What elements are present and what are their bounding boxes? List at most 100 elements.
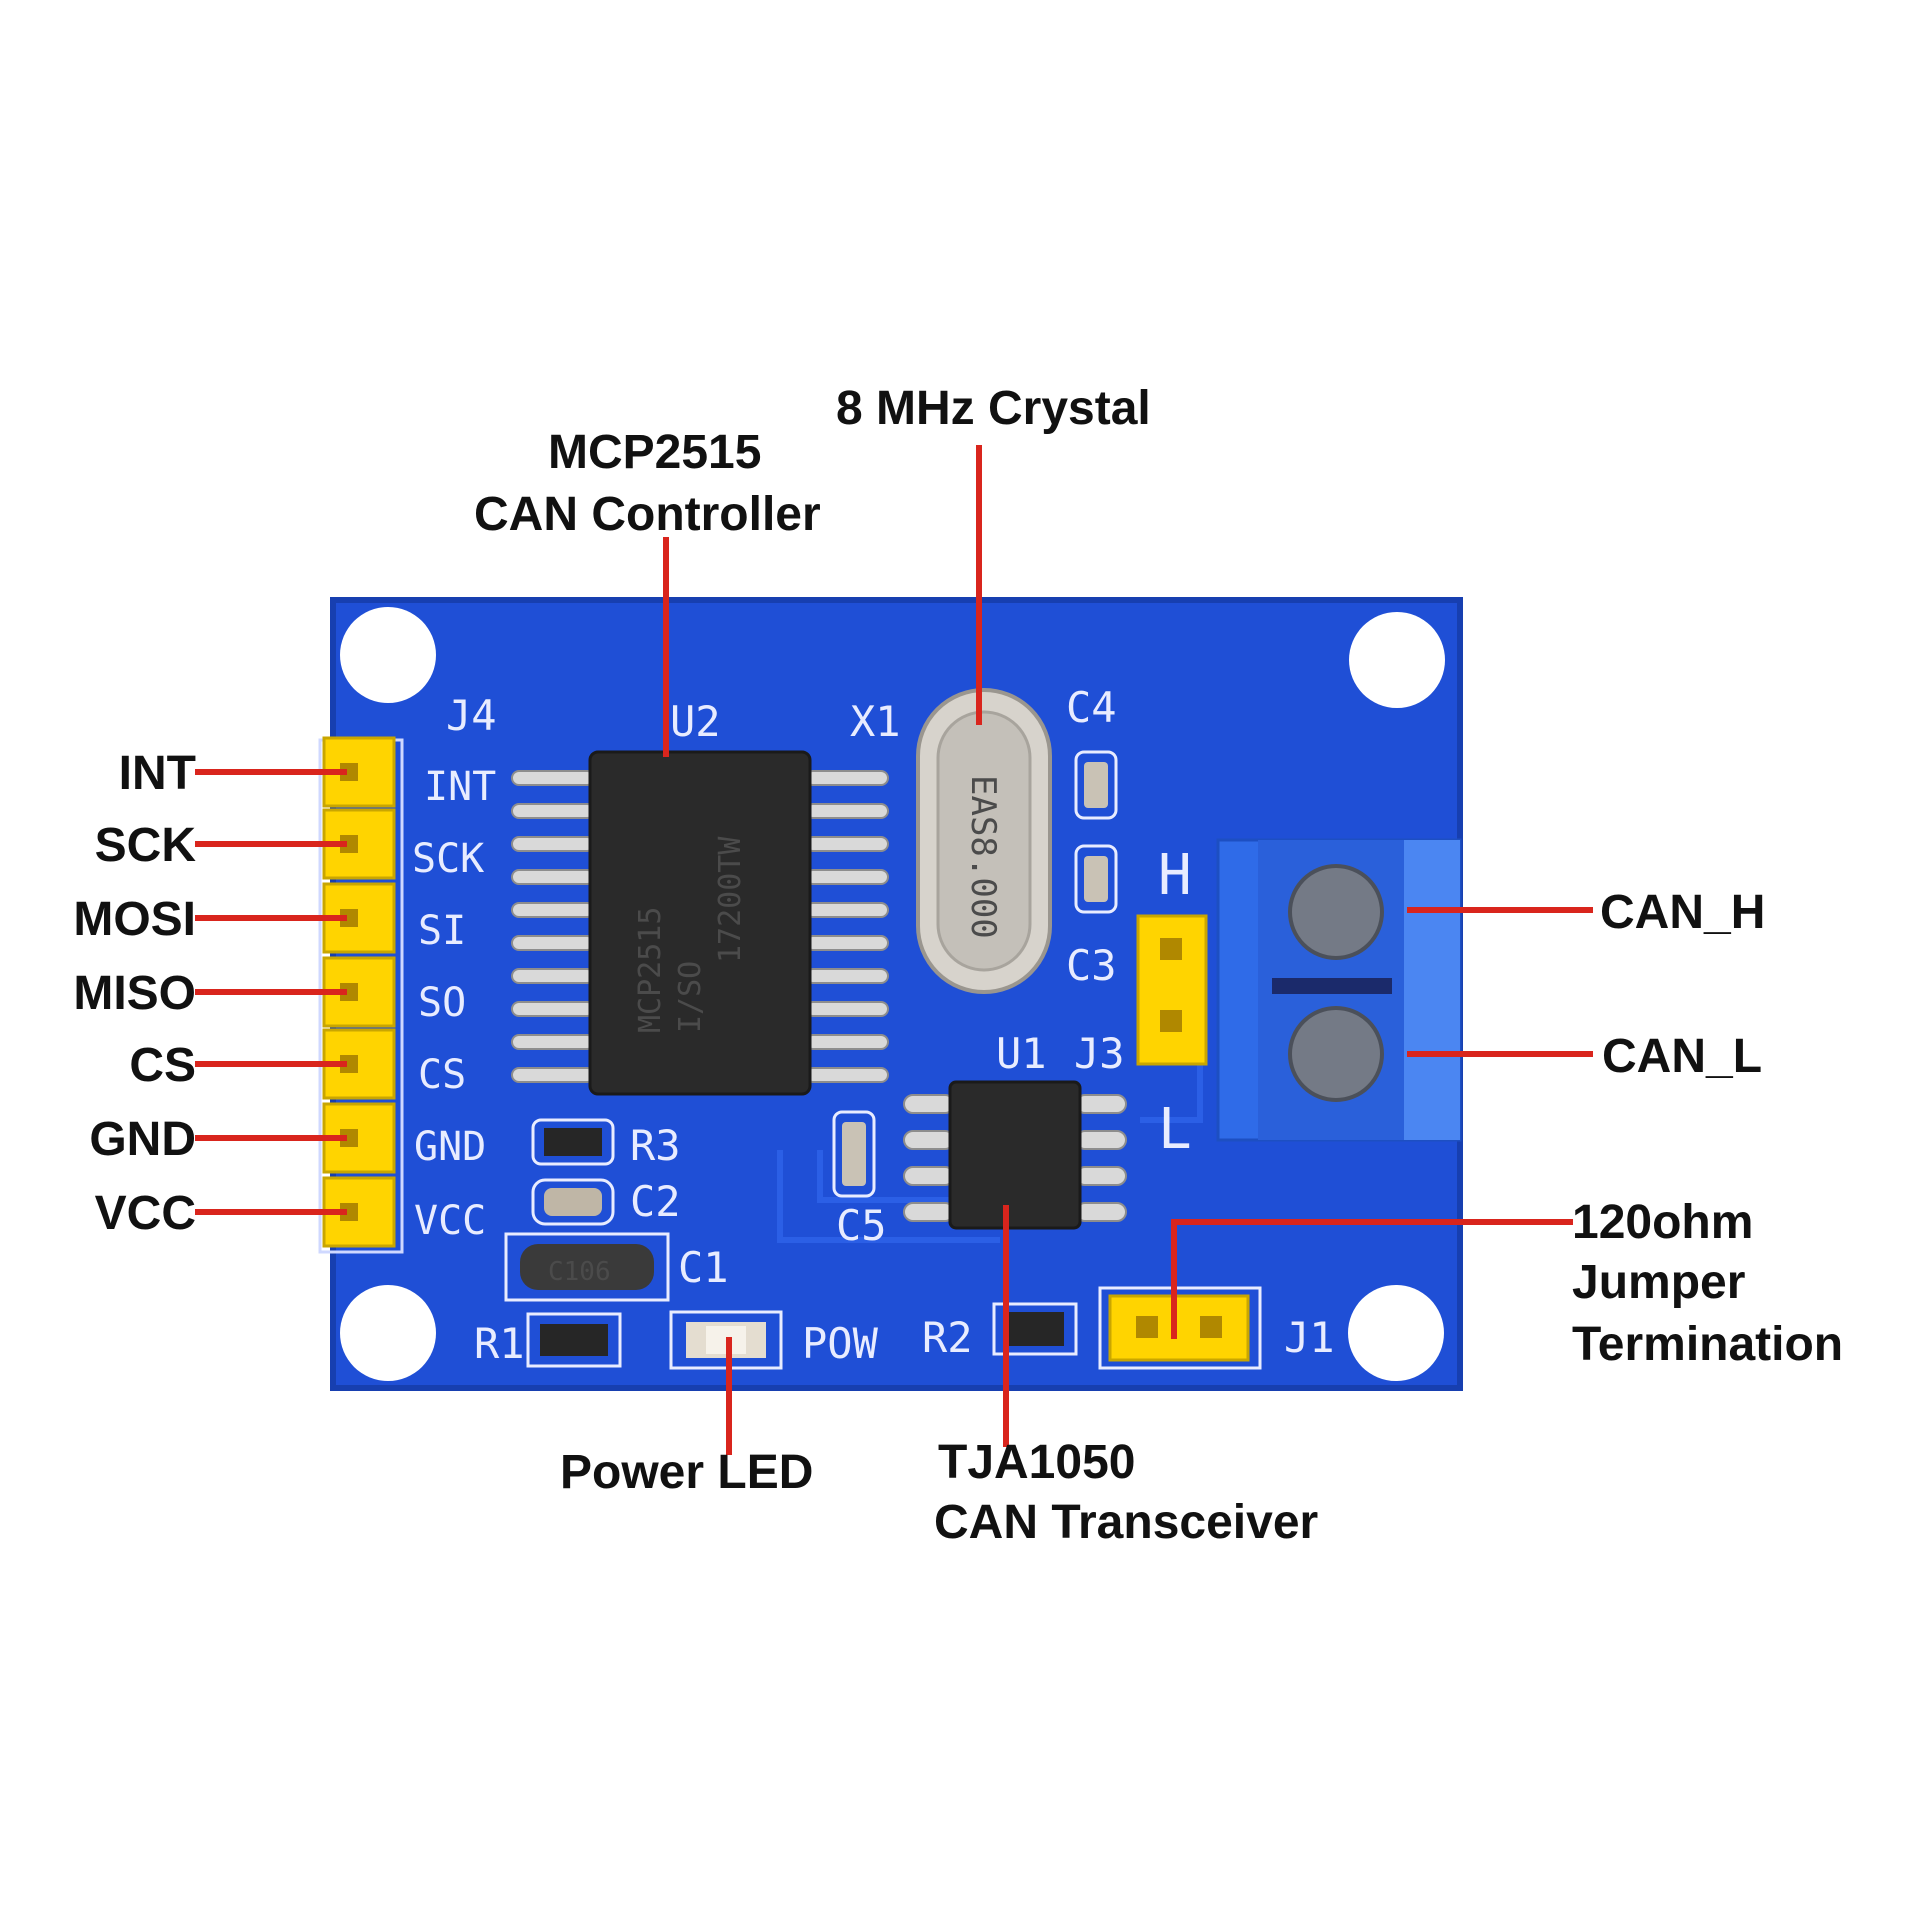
mcp2515-lead [805, 869, 889, 885]
mcp2515-marking-2: I/SO [673, 961, 708, 1033]
smd-resistor-r2 [992, 1302, 1078, 1356]
mcp2515-lead [511, 935, 595, 951]
pin-leader-lines [195, 769, 347, 1215]
j3-jumper-header [1136, 914, 1208, 1066]
label-pin-mosi: MOSI [73, 893, 196, 946]
callout-labels: MCP2515 CAN Controller 8 MHz Crystal Pow… [474, 382, 1843, 1549]
mcp2515-lead [511, 869, 595, 885]
mcp2515-lead [511, 968, 595, 984]
tja1050-lead [1075, 1166, 1127, 1186]
silk-so: SO [418, 980, 466, 1026]
smd-resistor-r1 [526, 1312, 622, 1368]
label-pin-vcc: VCC [95, 1187, 196, 1240]
pin-callout-labels: INT SCK MOSI MISO CS GND VCC [73, 747, 196, 1240]
tja1050-lead [903, 1166, 955, 1186]
silk-l: L [1158, 1097, 1192, 1162]
header-pin-hole-miso [340, 983, 358, 1001]
mcp2515-marking-3: 17200TW [713, 836, 748, 963]
label-power-led: Power LED [560, 1446, 813, 1499]
mcp2515-lead [511, 1067, 595, 1083]
silk-pow: POW [802, 1319, 879, 1368]
c1-marking: C106 [548, 1257, 611, 1287]
silk-sck: SCK [412, 836, 484, 882]
label-tja1050-role: CAN Transceiver [934, 1496, 1318, 1549]
header-pin-hole-sck [340, 835, 358, 853]
electrolytic-capacitor-c1: C106 [504, 1232, 670, 1302]
silk-int: INT [424, 764, 496, 810]
label-pin-sck: SCK [95, 819, 197, 872]
tja1050-lead [1075, 1094, 1127, 1114]
silk-r2: R2 [922, 1313, 973, 1362]
silk-j4: J4 [446, 691, 497, 740]
label-mcp2515-role: CAN Controller [474, 488, 821, 541]
mcp2515-lead [511, 770, 595, 786]
mounting-hole-top-left [340, 607, 436, 703]
mcp2515-lead [805, 935, 889, 951]
label-termination-2: Jumper [1572, 1256, 1745, 1309]
silk-r1: R1 [474, 1319, 525, 1368]
smd-capacitor-c2 [531, 1178, 615, 1226]
tja1050-lead [1075, 1130, 1127, 1150]
label-termination-1: 120ohm [1572, 1196, 1753, 1249]
silk-gnd: GND [414, 1124, 486, 1170]
label-crystal: 8 MHz Crystal [836, 382, 1151, 435]
label-can-l: CAN_L [1602, 1030, 1762, 1083]
label-pin-int: INT [119, 747, 196, 800]
label-pin-miso: MISO [73, 967, 196, 1020]
mounting-hole-top-right [1349, 612, 1445, 708]
header-pin-hole-gnd [340, 1129, 358, 1147]
can-h-screw-icon [1288, 864, 1384, 960]
label-pin-cs: CS [129, 1039, 196, 1092]
silk-c4: C4 [1066, 683, 1117, 732]
silk-j3: J3 [1074, 1029, 1125, 1078]
mcp2515-lead [511, 1034, 595, 1050]
silk-x1: X1 [850, 697, 901, 746]
mcp2515-lead [805, 803, 889, 819]
silk-r3: R3 [630, 1121, 681, 1170]
silk-c5: C5 [836, 1201, 887, 1250]
mounting-hole-bottom-left [340, 1285, 436, 1381]
mcp2515-lead [511, 803, 595, 819]
mcp2515-lead [805, 770, 889, 786]
silk-h: H [1158, 843, 1192, 908]
mcp2515-lead [805, 1034, 889, 1050]
silk-c2: C2 [630, 1177, 681, 1226]
header-pin-hole-vcc [340, 1203, 358, 1221]
silk-si: SI [418, 908, 466, 954]
tja1050-chip [903, 1080, 1127, 1230]
silk-c1: C1 [678, 1243, 729, 1292]
crystal-marking: EAS8.000 [963, 775, 1003, 939]
smd-resistor-r3 [531, 1118, 615, 1166]
smd-capacitor-c5 [832, 1110, 876, 1198]
label-tja1050-part: TJA1050 [938, 1436, 1135, 1489]
mcp2515-lead [805, 968, 889, 984]
mcp2515-lead [511, 1001, 595, 1017]
tja1050-lead [903, 1094, 955, 1114]
silk-cs: CS [418, 1052, 466, 1098]
label-can-h: CAN_H [1600, 886, 1765, 939]
leader-lines [195, 445, 1593, 1455]
mcp2515-lead [511, 902, 595, 918]
silk-c3: C3 [1066, 941, 1117, 990]
mcp2515-marking-1: MCP2515 [633, 907, 668, 1033]
crystal-x1: EAS8.000 [916, 688, 1052, 994]
header-pin-hole-mosi [340, 909, 358, 927]
header-pin-hole-cs [340, 1055, 358, 1073]
mcp2515-chip: MCP2515 I/SO 17200TW [511, 750, 889, 1096]
silk-vcc: VCC [414, 1198, 486, 1244]
leader-termination [1171, 1219, 1573, 1339]
label-mcp2515-part: MCP2515 [548, 426, 761, 479]
terminal-block [1216, 838, 1462, 1142]
smd-capacitor-c3 [1074, 844, 1118, 914]
header-pin-hole-int [340, 763, 358, 781]
mcp2515-lead [805, 902, 889, 918]
tja1050-lead [903, 1130, 955, 1150]
mounting-hole-bottom-right [1348, 1285, 1444, 1381]
board-silk-labels: J4 U2 X1 C4 H C3 J3 L U1 R3 C2 C5 C1 R1 … [446, 683, 1335, 1368]
label-pin-gnd: GND [89, 1113, 196, 1166]
mcp2515-lead [805, 1001, 889, 1017]
can-l-screw-icon [1288, 1006, 1384, 1102]
j1-jumper-header [1098, 1286, 1262, 1370]
mcp2515-lead [805, 836, 889, 852]
